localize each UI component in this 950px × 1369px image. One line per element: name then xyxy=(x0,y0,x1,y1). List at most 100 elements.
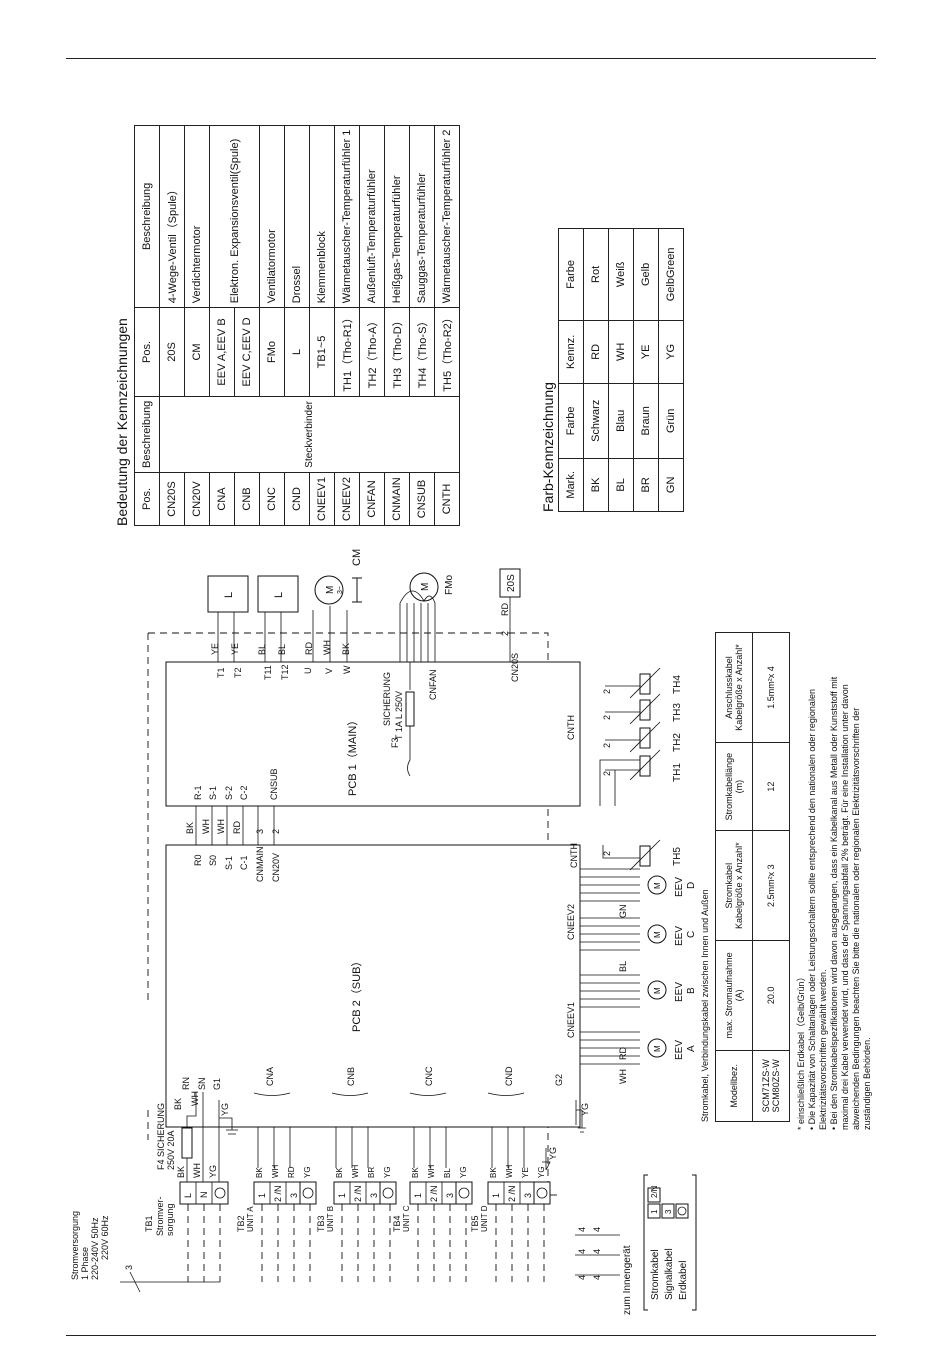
svg-text:TB1: TB1 xyxy=(144,1215,154,1232)
svg-text:M: M xyxy=(653,987,662,994)
svg-text:2: 2 xyxy=(500,631,510,636)
svg-text:3~: 3~ xyxy=(337,586,344,594)
svg-text:F3: F3 xyxy=(390,737,400,748)
svg-text:EEV: EEV xyxy=(674,926,685,946)
color-cell: Schwarz xyxy=(583,383,609,459)
color-cell: Grün xyxy=(658,383,684,459)
svg-text:BK: BK xyxy=(255,1167,264,1178)
svg-text:BR: BR xyxy=(367,1167,376,1178)
svg-text:CND: CND xyxy=(504,1066,514,1086)
color-cell: Gelb xyxy=(633,228,659,321)
svg-text:4: 4 xyxy=(577,1227,587,1232)
legend-pos2-cell: L xyxy=(284,307,310,397)
eev-coils: M M M M xyxy=(580,868,667,1065)
svg-text:TB3: TB3 xyxy=(316,1215,326,1232)
color-header-cell: Kennz. xyxy=(558,320,584,384)
svg-text:Stromkabel: Stromkabel xyxy=(650,1249,661,1300)
legend-desc-cell: Verdichtermotor xyxy=(184,125,210,308)
svg-text:UNIT D: UNIT D xyxy=(480,1205,489,1232)
bottom-rule xyxy=(66,1335,876,1336)
svg-text:1: 1 xyxy=(491,1193,501,1198)
color-header-cell: Mark. xyxy=(558,458,584,512)
svg-text:UNIT C: UNIT C xyxy=(402,1205,411,1232)
svg-text:zum Innengerät: zum Innengerät xyxy=(622,1245,633,1315)
svg-text:1: 1 xyxy=(337,1193,347,1198)
svg-text:2: 2 xyxy=(602,771,612,776)
svg-text:1 Phase: 1 Phase xyxy=(80,1247,90,1280)
svg-text:TB4: TB4 xyxy=(392,1215,402,1232)
svg-text:4: 4 xyxy=(577,1275,587,1280)
svg-text:4: 4 xyxy=(592,1227,602,1232)
svg-text:BK: BK xyxy=(335,1167,344,1178)
cable-header-current: max. Stromaufnahme(A) xyxy=(715,940,753,1051)
svg-text:W: W xyxy=(342,665,352,674)
svg-text:M: M xyxy=(420,583,431,591)
legend-desc-cell: Klemmenblock xyxy=(309,125,335,308)
legend-pos-cell: CNEEV2 xyxy=(334,472,360,526)
cable-length-cell: 12 xyxy=(752,742,790,831)
legend-header-cell: Pos. xyxy=(134,472,160,526)
svg-text:WH: WH xyxy=(505,1164,514,1178)
svg-text:Signalkabel: Signalkabel xyxy=(664,1248,675,1300)
legend-pos2-cell: TH1（Tho-R1） xyxy=(334,307,360,397)
svg-text:GN: GN xyxy=(618,905,628,919)
cable-connect-cell: 1.5mm²x 4 xyxy=(752,632,790,743)
svg-text:CNFAN: CNFAN xyxy=(428,669,438,700)
svg-text:RN: RN xyxy=(181,1077,191,1090)
notes-block: * einschließlich Erdkabel（Gelb/Grün） • D… xyxy=(796,677,873,1130)
svg-text:3: 3 xyxy=(523,1193,533,1198)
svg-text:T 1A L 250V: T 1A L 250V xyxy=(394,691,404,740)
cable-table: Modellbez. max. Stromaufnahme(A) Stromka… xyxy=(715,632,790,1122)
svg-text:1: 1 xyxy=(413,1193,423,1198)
svg-text:B: B xyxy=(686,987,697,994)
svg-text:RD: RD xyxy=(287,1166,296,1178)
color-header-cell: Farbe xyxy=(558,383,584,459)
svg-text:CNSUB: CNSUB xyxy=(269,768,279,800)
svg-text:1: 1 xyxy=(650,1209,659,1214)
choke-2 xyxy=(257,575,299,613)
svg-text:BK: BK xyxy=(341,643,351,655)
svg-text:RD: RD xyxy=(500,603,510,616)
svg-text:T11: T11 xyxy=(263,665,273,680)
note-line: * einschließlich Erdkabel（Gelb/Grün） xyxy=(796,972,806,1130)
svg-text:CN20S: CN20S xyxy=(510,653,520,682)
legend-pos-cell: CNSUB xyxy=(409,472,435,526)
svg-text:2: 2 xyxy=(602,689,612,694)
svg-text:3: 3 xyxy=(664,1209,673,1214)
svg-text:D: D xyxy=(686,882,697,889)
svg-text:2 /N: 2 /N xyxy=(273,1185,283,1202)
svg-text:YE: YE xyxy=(521,1167,530,1178)
svg-text:2 /N: 2 /N xyxy=(353,1185,363,1202)
legend-header-cell: Beschreibung xyxy=(134,125,160,308)
svg-text:250V 20A: 250V 20A xyxy=(166,1130,176,1170)
legend-merged-cell: Steckverbinder xyxy=(159,396,460,473)
color-cell: BK xyxy=(583,458,609,512)
legend-desc-cell: Heißgas-Temperaturfühler xyxy=(384,125,410,308)
legend-pos-cell: CNB xyxy=(234,472,260,526)
svg-text:G1: G1 xyxy=(212,1078,222,1090)
svg-text:M: M xyxy=(653,931,662,938)
svg-text:WH: WH xyxy=(271,1164,280,1178)
svg-text:F4 SICHERUNG: F4 SICHERUNG xyxy=(156,1103,166,1170)
svg-text:A: A xyxy=(686,1045,697,1052)
legend-pos2-cell: TH2（Tho-A） xyxy=(359,307,385,397)
color-cell: RD xyxy=(583,320,609,384)
svg-text:SICHERUNG: SICHERUNG xyxy=(382,672,392,726)
color-cell: Weiß xyxy=(608,228,634,321)
cable-title: Stromkabel, Verbindungskabel zwischen In… xyxy=(700,889,710,1122)
svg-text:BL: BL xyxy=(277,644,287,655)
color-title: Farb-Kennzeichnung xyxy=(540,382,556,512)
cable-header-model: Modellbez. xyxy=(715,1050,753,1122)
svg-text:WH: WH xyxy=(201,819,211,834)
svg-text:TH2: TH2 xyxy=(672,733,683,752)
svg-text:N: N xyxy=(199,1192,209,1199)
svg-text:1: 1 xyxy=(257,1193,267,1198)
legend-pos2-cell: 20S xyxy=(159,307,185,397)
legend-desc-cell: Elektron. Expansionsventil(Spule) xyxy=(209,125,260,308)
legend-pos-cell: CNTH xyxy=(434,472,460,526)
pcb1-board xyxy=(165,661,581,807)
color-cell: GelbGreen xyxy=(658,228,684,321)
